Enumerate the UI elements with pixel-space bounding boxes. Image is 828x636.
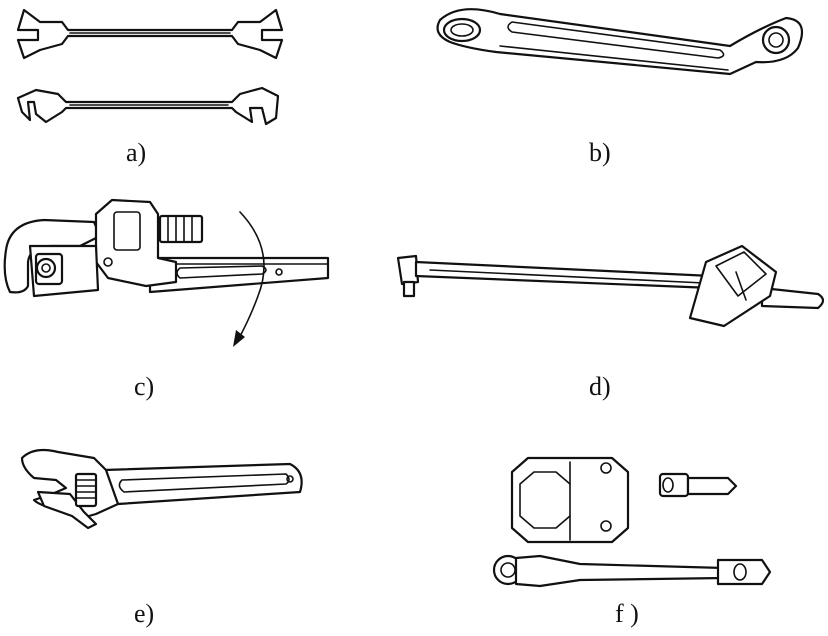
panel-label-d: d)	[589, 372, 611, 401]
socket-wrench-set-icon	[492, 456, 772, 588]
box-end-wrench-icon	[436, 8, 804, 76]
panel-label-f: f )	[615, 599, 639, 628]
open-end-wrench-icon	[16, 8, 284, 126]
adjustable-wrench-icon	[20, 448, 303, 530]
panel-label-a: a)	[126, 138, 147, 167]
pipe-wrench-icon	[3, 198, 330, 347]
panel-label-b: b)	[589, 138, 611, 167]
panel-label-e: e)	[134, 599, 155, 628]
torque-wrench-icon	[396, 244, 825, 328]
panel-label-c: c)	[134, 372, 155, 401]
